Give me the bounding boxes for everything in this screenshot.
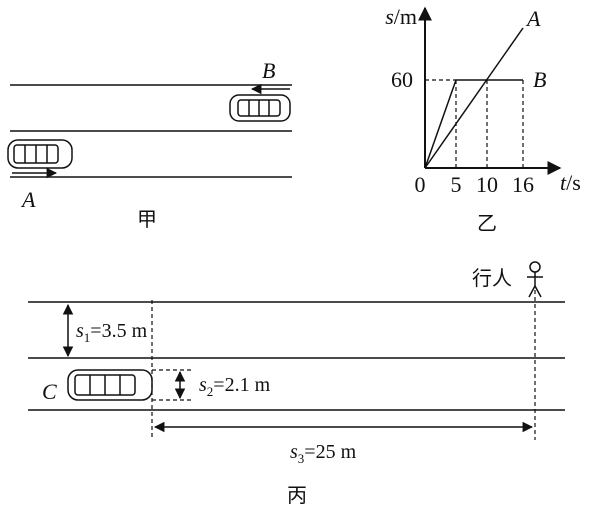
s3-label: s3=25 m	[290, 441, 357, 466]
line-a-label: A	[525, 6, 541, 31]
x-tick-label-16: 16	[512, 172, 534, 197]
y-tick-label-60: 60	[391, 67, 413, 92]
figure-yi: s/m t/s 0 60 5 10 16 A B 乙	[385, 4, 581, 235]
car-b	[229, 94, 291, 122]
pedestrian-icon	[527, 261, 543, 298]
origin-label: 0	[415, 172, 426, 197]
car-b-label: B	[262, 58, 275, 83]
y-axis-label: s/m	[385, 4, 417, 29]
figure-bing: 行人 s1=3.5 m C s2=2.1 m	[28, 261, 565, 507]
caption-yi: 乙	[477, 213, 497, 235]
line-b	[424, 79, 523, 169]
x-tick-label-5: 5	[451, 172, 462, 197]
figure-jia: B A 甲	[7, 58, 292, 231]
car-c-label: C	[42, 379, 57, 404]
caption-bing: 丙	[287, 485, 307, 507]
car-a-label: A	[20, 187, 36, 212]
pedestrian-label: 行人	[472, 267, 512, 290]
x-tick-label-10: 10	[476, 172, 498, 197]
caption-jia: 甲	[137, 209, 157, 231]
s1-label: s1=3.5 m	[76, 320, 148, 345]
line-a	[424, 27, 524, 169]
s2-label: s2=2.1 m	[199, 374, 271, 399]
x-axis-label: t/s	[560, 170, 581, 195]
car-c	[67, 369, 153, 401]
line-b-label: B	[533, 67, 546, 92]
car-a	[7, 139, 73, 169]
